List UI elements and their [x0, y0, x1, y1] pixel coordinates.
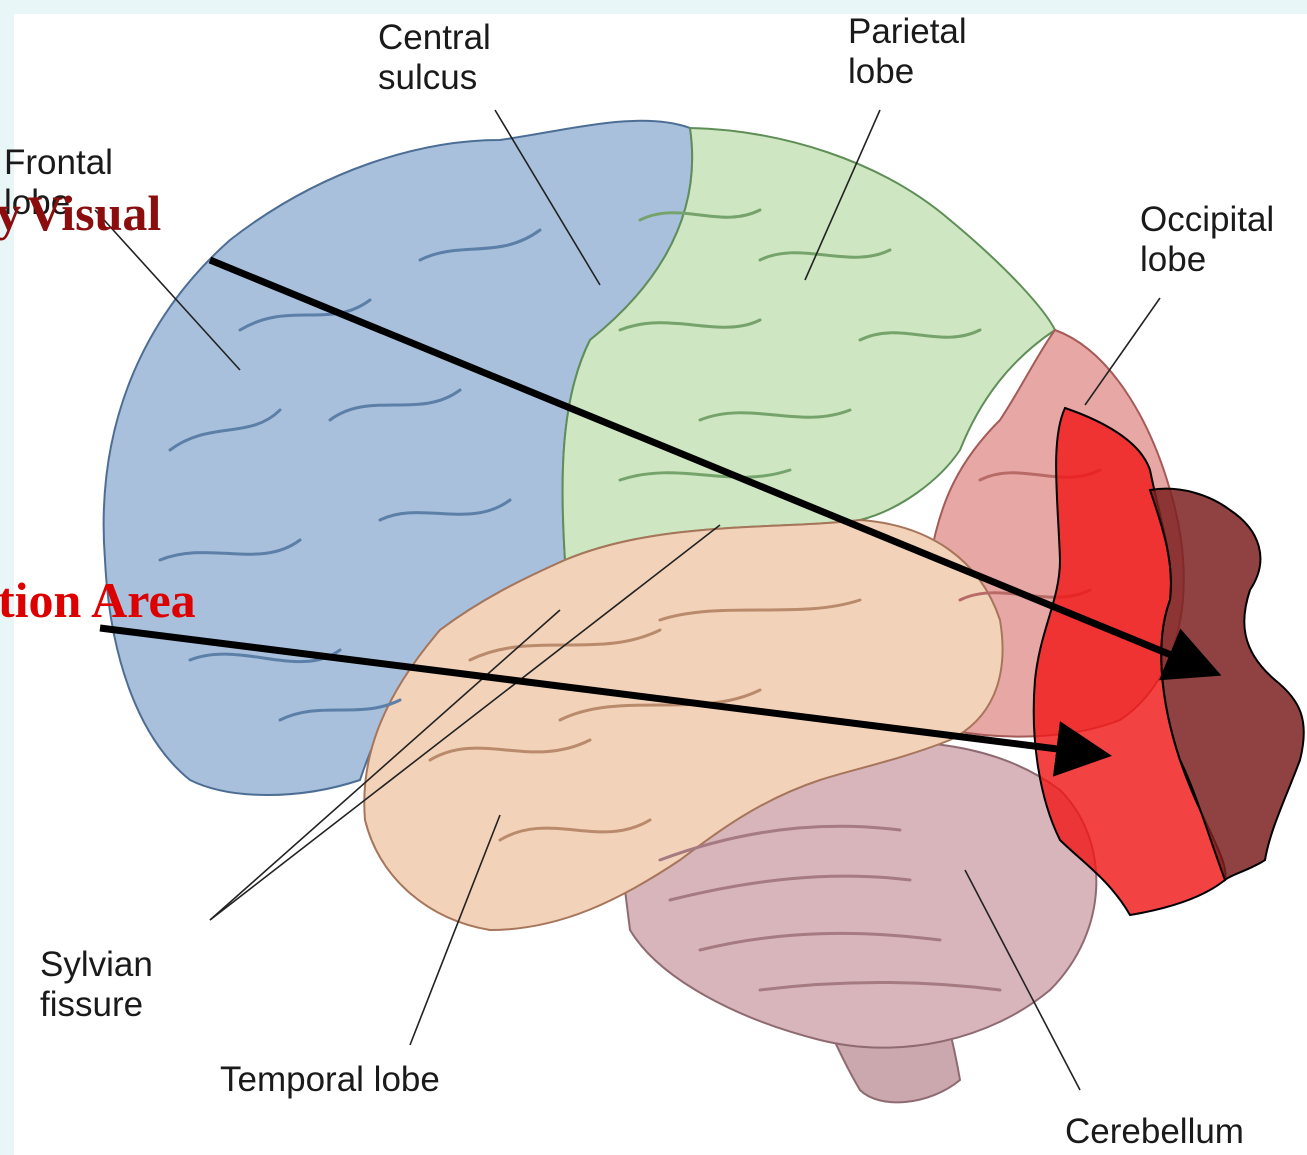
label-temporal-lobe: Temporal lobe	[220, 1060, 440, 1100]
label-occipital-lobe: Occipital lobe	[1140, 200, 1274, 280]
label-parietal-lobe-line2: lobe	[848, 52, 967, 92]
overlay-association-area-label: tion Area	[0, 573, 196, 627]
overlay-partial-text: y	[0, 186, 21, 240]
label-frontal-lobe-line1: Frontal	[4, 143, 113, 183]
label-occipital-lobe-line2: lobe	[1140, 240, 1274, 280]
label-central-sulcus-line1: Central	[378, 18, 491, 58]
label-parietal-lobe: Parietal lobe	[848, 12, 967, 92]
label-parietal-lobe-line1: Parietal	[848, 12, 967, 52]
label-sylvian-fissure: Sylvian fissure	[40, 945, 153, 1025]
overlay-visual-label: Visual	[27, 186, 161, 240]
label-sylvian-fissure-line2: fissure	[40, 985, 153, 1025]
label-central-sulcus-line2: sulcus	[378, 58, 491, 98]
label-sylvian-fissure-line1: Sylvian	[40, 945, 153, 985]
label-occipital-lobe-line1: Occipital	[1140, 200, 1274, 240]
label-central-sulcus: Central sulcus	[378, 18, 491, 98]
label-cerebellum: Cerebellum	[1065, 1112, 1244, 1152]
